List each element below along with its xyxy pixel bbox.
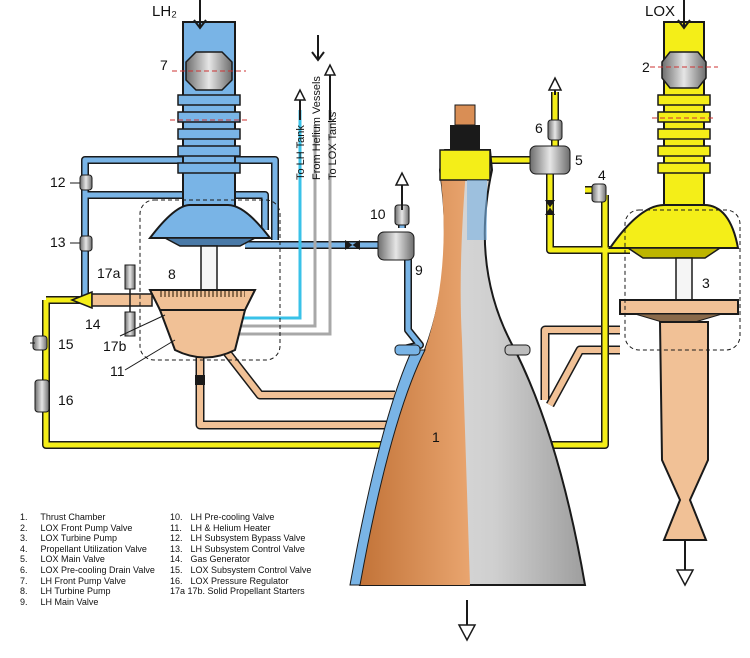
callout-8: 8 [168,266,176,282]
legend-item-text: LOX Pressure Regulator [188,575,289,586]
flow-arrows [193,0,691,625]
legend-item-text: Solid Propellant Starters [205,586,305,597]
callout-14: 14 [85,316,101,332]
legend-item: 5. LOX Main Valve [20,554,155,565]
leader-lines [30,182,176,371]
legend-item: 12. LH Subsystem Bypass Valve [170,533,311,544]
legend-item: 17a 17b. Solid Propellant Starters [170,586,311,597]
legend-item: 2. LOX Front Pump Valve [20,523,155,534]
legend-item-text: LH & Helium Heater [188,522,271,533]
legend-item-number: 7. [20,575,28,586]
legend-item-number: 9. [20,596,28,607]
callout-16: 16 [58,392,74,408]
callout-10: 10 [370,206,386,222]
callout-2: 2 [642,59,650,75]
legend-item-text: LH Subsystem Bypass Valve [188,533,306,544]
legend-item: 7. LH Front Pump Valve [20,576,155,587]
legend-item: 13. LH Subsystem Control Valve [170,544,311,555]
legend-item-text: LOX Main Valve [38,554,105,565]
callout-17a: 17a [97,265,121,281]
to-lh-tank-label: To LH Tank [295,125,307,180]
legend-item-number: 10. [170,512,183,522]
callout-11: 11 [110,363,125,379]
legend-item: 1. Thrust Chamber [20,512,155,523]
legend-item-text: Gas Generator [188,554,251,565]
callout-3: 3 [702,275,710,291]
turbopump-boundaries [139,199,741,361]
lh2-inlet-label: LH₂ [152,3,177,20]
callout-12: 12 [50,174,66,190]
legend-item: 6. LOX Pre-cooling Drain Valve [20,565,155,576]
legend-item-text: LH Main Valve [38,596,99,607]
legend-item-number: 8. [20,586,28,597]
legend-item-text: LOX Subsystem Control Valve [188,564,312,575]
valves [32,119,607,413]
callout-15: 15 [58,336,74,352]
legend-item: 8. LH Turbine Pump [20,586,155,597]
legend-item-number: 16. [170,575,183,586]
legend-item: 15. LOX Subsystem Control Valve [170,565,311,576]
arrow-heads [293,63,695,642]
legend-item-text: Propellant Utilization Valve [38,543,147,554]
gas-generator [69,264,153,337]
legend-item-number: 6. [20,564,28,575]
legend-item: 9. LH Main Valve [20,597,155,608]
callout-6: 6 [535,120,543,136]
legend-item-text: LH Subsystem Control Valve [188,543,305,554]
legend-item-text: LH Turbine Pump [38,586,111,597]
legend-item-number: 5. [20,554,28,565]
legend-item: 4. Propellant Utilization Valve [20,544,155,555]
legend-item-number: 15. [170,564,183,575]
legend-item-number: 14. [170,554,183,565]
legend-item-text: LOX Front Pump Valve [38,522,133,533]
callout-13: 13 [50,234,66,250]
legend-item: 14. Gas Generator [170,554,311,565]
callout-4: 4 [598,167,606,183]
legend-item-text: Thrust Chamber [38,512,106,522]
callout-17b: 17b [103,338,127,354]
lox-inlet-column [608,21,740,541]
legend-item: 16. LOX Pressure Regulator [170,576,311,587]
to-lox-tanks-label: To LOX Tanks [327,111,339,180]
legend-item-number: 13. [170,543,183,554]
legend-item-number: 3. [20,533,28,544]
legend-item-text: LH Pre-cooling Valve [188,512,275,522]
callout-1: 1 [432,429,440,445]
lox-inlet-label: LOX [645,3,675,20]
legend-item-text: LOX Turbine Pump [38,533,118,544]
callout-9: 9 [415,262,423,278]
from-helium-vessels-label: From Helium Vessels [311,76,323,180]
legend-item: 11. LH & Helium Heater [170,523,311,534]
legend-item: 10. LH Pre-cooling Valve [170,512,311,523]
callout-5: 5 [575,152,583,168]
lox-front-pump-valve [650,51,718,89]
thrust-chamber [349,104,587,586]
legend-item-number: 4. [20,543,28,554]
legend-item-text: LOX Pre-cooling Drain Valve [38,564,155,575]
callout-7: 7 [160,57,168,73]
legend-item-number: 11. [170,522,182,533]
legend-item: 3. LOX Turbine Pump [20,533,155,544]
legend-item-number: 2. [20,522,28,533]
legend-item-number: 12. [170,533,183,544]
legend-item-text: LH Front Pump Valve [38,575,126,586]
lh-front-pump-valve [172,51,246,91]
legend-item-number: 1. [20,512,28,522]
legend-item-number: 17a 17b. [170,586,206,597]
